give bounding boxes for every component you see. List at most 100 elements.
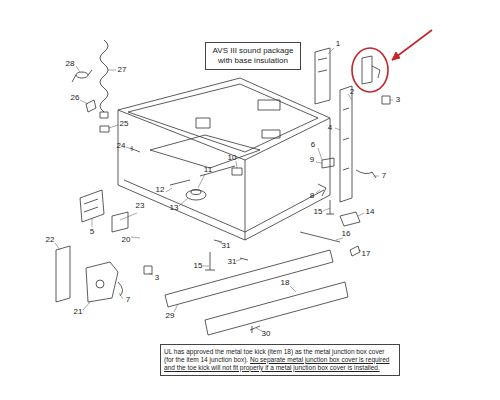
callout-number: 6 [310,141,316,149]
leader-line [328,48,334,54]
leader-line [179,198,188,206]
leader-line [120,213,137,220]
highlight-circle [352,48,388,92]
title-box: AVS III sound package with base insulati… [205,42,301,70]
junction-box [340,212,360,226]
callout-number: 3 [395,96,401,104]
foot [350,246,360,256]
clip [318,184,326,196]
leader-line [316,190,320,193]
base-rim [118,78,330,160]
callout-number: 7 [381,172,387,180]
highlight-arrowhead [392,52,400,60]
callout-number: 28 [65,60,76,68]
leader-line [109,125,118,128]
leader-line [318,148,322,160]
leader-line [236,161,237,168]
rod [300,232,340,242]
side-bracket [340,86,352,202]
base-front-face [118,110,245,240]
bracket [112,212,128,232]
leader-line [256,328,262,331]
callout-number: 13 [169,204,180,212]
callout-number: 30 [261,330,272,338]
callout-number: 29 [165,312,176,320]
callout-number: 2 [349,88,355,96]
bracket-slot [258,100,280,110]
leader-line [131,237,140,238]
callout-number: 1 [335,40,341,48]
leader-line [126,147,131,149]
hose-end [100,112,108,118]
highlight-arrow [392,30,432,60]
leg-plate [86,262,118,302]
callout-number: 15 [193,262,204,270]
leader-line [335,128,340,130]
box-title: AVS III sound package with base insulati… [213,46,294,65]
leader-line [236,259,242,261]
connector [382,96,390,104]
bracket-holes [343,108,349,170]
leader-line [119,293,123,299]
metal-toe-kick [205,282,348,335]
hose-clamp [76,72,88,78]
callout-number: 9 [309,156,315,164]
leader-line [203,266,209,267]
callout-number: 5 [89,228,95,236]
screw [130,146,140,152]
callout-number: 4 [327,124,333,132]
leader-lines [55,48,393,331]
callout-number: 31 [227,258,238,266]
callout-number: 21 [73,308,84,316]
callout-number: 22 [45,236,56,244]
leader-line [358,250,361,251]
wire-harness [356,170,376,178]
callout-number: 20 [121,236,132,244]
note-box: UL has approved the metal toe kick (item… [160,344,400,376]
callout-number: 8 [309,192,315,200]
callout-number: 31 [221,242,232,250]
float [232,168,242,175]
dishwasher-base [56,40,390,335]
clip [86,100,96,112]
switch-lever [372,66,380,78]
base-inner-rim [128,84,318,152]
leader-line [174,304,178,312]
mount-block [262,130,280,138]
connector [144,266,152,274]
leader-line [149,273,153,275]
callout-number: 14 [365,208,376,216]
mount-block [196,118,210,128]
hose-clamp [72,70,92,82]
leader-line [358,213,364,216]
hole [96,280,104,288]
leader-line [374,176,379,177]
callout-number: 26 [70,94,81,102]
base-side-face [245,118,330,240]
callout-number: 17 [361,250,372,258]
callout-number: 24 [116,142,127,150]
callout-number: 3 [154,274,160,282]
leader-line [92,218,93,227]
leader-line [198,174,205,188]
leader-line [336,238,343,240]
clip [322,158,334,168]
clip [100,126,109,132]
leader-line [83,302,90,310]
callout-number: 11 [203,166,213,174]
door-switch [362,56,372,84]
sump-cap [191,190,201,195]
wire [118,282,123,296]
base-floor [150,135,260,168]
bracket-slots [84,199,98,212]
leader-line [218,241,222,244]
callout-number: 10 [227,154,238,162]
leader-line [55,243,60,250]
callout-number: 18 [280,279,291,287]
leader-line [108,70,116,71]
leader-line [80,100,88,104]
leader-line [166,188,172,192]
callout-number: 27 [117,66,128,74]
float-channel [170,166,235,185]
leveling-leg [205,252,215,270]
